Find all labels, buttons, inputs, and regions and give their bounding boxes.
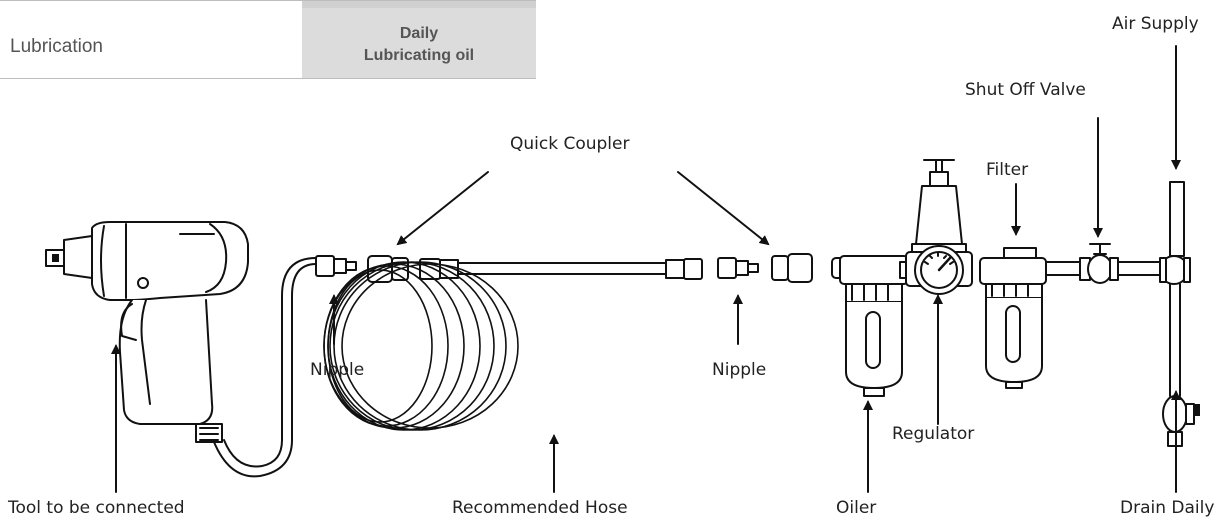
- table-row-label: Lubrication: [10, 36, 103, 57]
- oiler-unit: [831, 255, 911, 397]
- hose-fitting-right: [665, 258, 703, 280]
- impact-wrench-tool: [45, 221, 249, 443]
- regulator-unit: [905, 159, 973, 295]
- coiled-hose: [323, 261, 519, 431]
- label-shut-off-valve: Shut Off Valve: [965, 80, 1086, 100]
- label-regulator: Regulator: [892, 424, 975, 444]
- label-drain: Drain Daily: [1120, 498, 1215, 518]
- quick-coupler-right: [771, 253, 813, 283]
- label-quick-coupler: Quick Coupler: [510, 134, 630, 154]
- callout-arrows: [111, 45, 1181, 493]
- label-hose: Recommended Hose: [452, 498, 628, 518]
- label-oiler: Oiler: [836, 498, 877, 518]
- table-header-cell-fragment: [302, 0, 536, 8]
- nipple-right-fitting: [717, 257, 759, 279]
- label-air-supply: Air Supply: [1112, 14, 1199, 34]
- table-divider: [0, 78, 536, 79]
- lubrication-table: Lubrication Daily Lubricating oil: [0, 0, 536, 79]
- label-nipple-left: Nipple: [310, 360, 365, 380]
- label-nipple-right: Nipple: [712, 360, 767, 380]
- filter-unit: [979, 247, 1047, 389]
- label-filter: Filter: [986, 160, 1029, 180]
- table-value-cell: [302, 0, 536, 78]
- nipple-left-fitting: [315, 255, 357, 277]
- table-frequency: Daily: [399, 25, 439, 42]
- label-tool: Tool to be connected: [8, 498, 185, 518]
- shut-off-valve: [1079, 243, 1119, 284]
- supply-pipe-and-drain: [1159, 181, 1200, 447]
- table-material: Lubricating oil: [363, 47, 475, 64]
- table-divider: [0, 0, 536, 1]
